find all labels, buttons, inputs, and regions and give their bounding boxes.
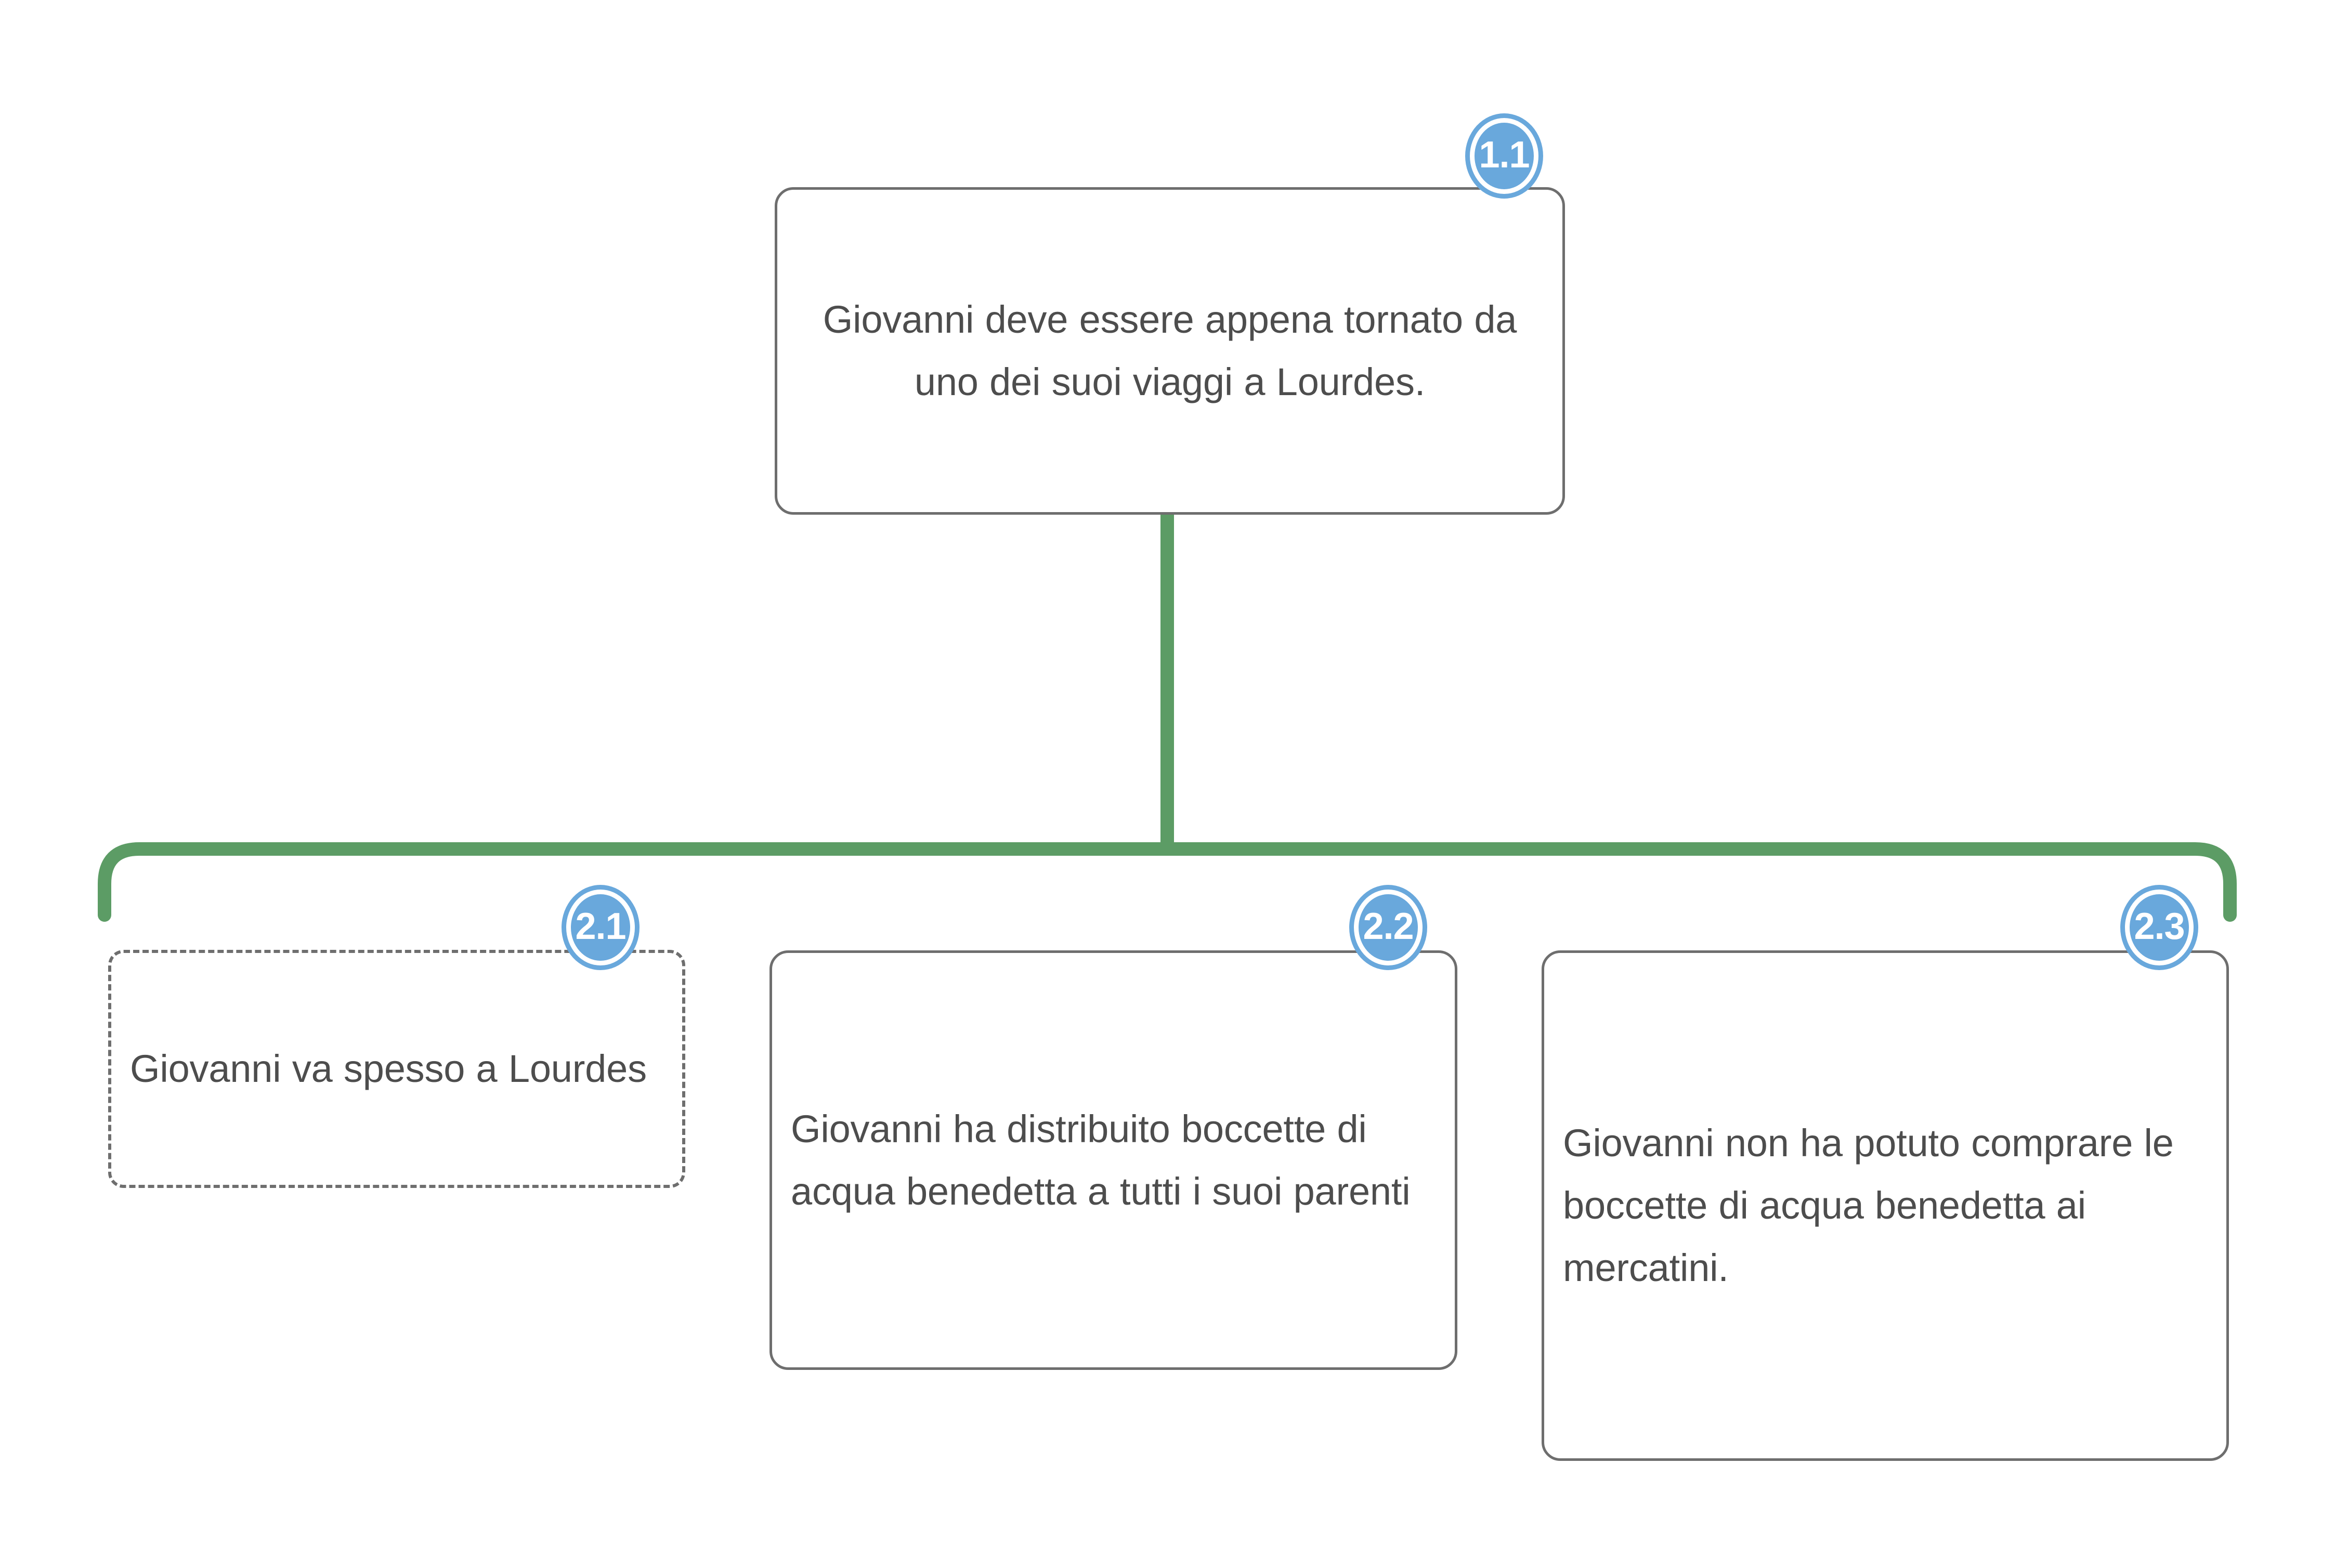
edge-bus — [98, 842, 2237, 922]
badge-2-2[interactable]: 2.2 — [1349, 885, 1427, 970]
badge-1-1[interactable]: 1.1 — [1465, 113, 1543, 199]
badge-2-2-ring: 2.2 — [1354, 890, 1423, 965]
node-2-3-text: Giovanni non ha potuto comprare le bocce… — [1563, 1121, 2174, 1289]
badge-2-1[interactable]: 2.1 — [562, 885, 640, 970]
badge-2-1-ring: 2.1 — [566, 890, 635, 965]
badge-2-3[interactable]: 2.3 — [2120, 885, 2198, 970]
badge-1-1-ring: 1.1 — [1470, 118, 1538, 194]
node-1-1[interactable]: Giovanni deve essere appena tornato da u… — [775, 187, 1565, 515]
node-2-2-text: Giovanni ha distribuito boccette di acqu… — [791, 1107, 1411, 1213]
badge-2-2-label: 2.2 — [1363, 906, 1414, 947]
badge-2-3-ring: 2.3 — [2125, 890, 2194, 965]
node-2-2[interactable]: Giovanni ha distribuito boccette di acqu… — [769, 950, 1457, 1370]
node-2-1-text: Giovanni va spesso a Lourdes — [130, 1047, 647, 1091]
node-1-1-text: Giovanni deve essere appena tornato da u… — [823, 298, 1517, 403]
badge-2-1-label: 2.1 — [575, 906, 626, 947]
badge-1-1-label: 1.1 — [1479, 134, 1530, 176]
node-2-3[interactable]: Giovanni non ha potuto comprare le bocce… — [1542, 950, 2229, 1461]
node-2-1[interactable]: Giovanni va spesso a Lourdes — [108, 950, 685, 1188]
badge-2-3-label: 2.3 — [2134, 906, 2185, 947]
